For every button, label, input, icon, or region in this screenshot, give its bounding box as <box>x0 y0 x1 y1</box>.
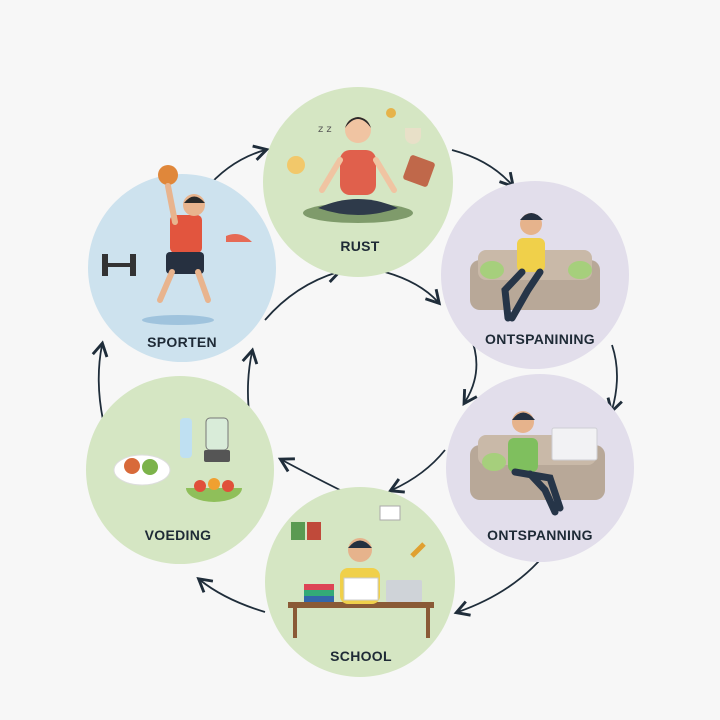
food-icon <box>113 417 242 502</box>
inner-arrow-1 <box>264 266 343 321</box>
node-label-ontspanning: ONTSPANNING <box>487 527 593 543</box>
node-label-voeding: VOEDING <box>144 527 212 543</box>
arrow-school-voeding <box>196 577 266 613</box>
arrow-voeding-sporten <box>91 340 109 421</box>
basketball-player-icon <box>102 165 252 325</box>
arrow-ontspanning-ontspanning <box>606 344 623 415</box>
sofa-relax-icon <box>470 213 600 322</box>
inner-arrow-2 <box>384 271 442 306</box>
inner-arrows <box>241 266 478 494</box>
gaming-icon <box>470 411 605 516</box>
inner-arrow-5 <box>277 457 341 491</box>
svg-text:z z: z z <box>318 124 332 135</box>
node-label-sporten: SPORTEN <box>147 334 217 350</box>
node-label-rust: RUST <box>340 238 380 254</box>
node-label-ontspanining: ONTSPANINING <box>485 331 595 347</box>
inner-arrow-4 <box>387 449 446 494</box>
study-icon <box>288 505 434 638</box>
arrow-rust-ontspanning <box>451 149 516 189</box>
meditation-icon: z z <box>287 108 435 223</box>
node-label-school: SCHOOL <box>330 648 392 664</box>
